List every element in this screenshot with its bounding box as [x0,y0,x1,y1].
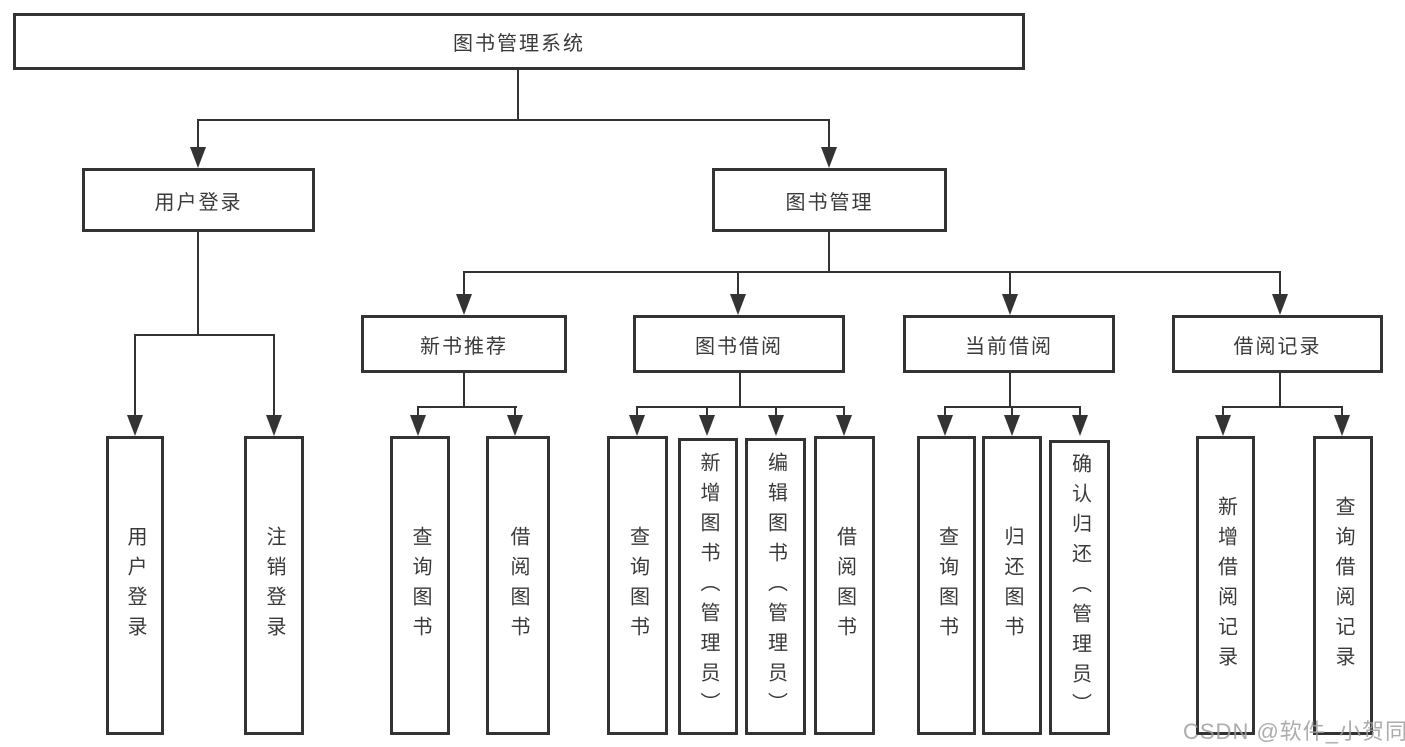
leaf-label: 查询图书 [935,525,958,646]
connector-line [463,373,465,407]
leaf-label: 新增图书（管理员） [697,451,719,722]
connector-line [944,406,946,417]
connector-line [706,406,708,417]
connector-line [1222,406,1343,408]
connector-line [739,373,741,407]
node-root-book-management-system: 图书管理系统 [13,13,1025,70]
leaf-current-return-books: 归还图书 [982,436,1042,735]
node-borrow-records: 借阅记录 [1172,315,1383,373]
leaf-label: 编辑图书（管理员） [764,451,787,722]
leaf-borrowing-query-books: 查询图书 [607,436,668,735]
arrow-down-icon [768,415,784,436]
arrow-down-icon [190,147,206,168]
arrow-down-icon [937,415,953,436]
arrow-down-icon [1072,415,1088,436]
leaf-logout: 注销登录 [244,436,304,735]
arrow-down-icon [1002,294,1018,315]
node-book-management: 图书管理 [712,168,947,232]
csdn-watermark: CSDN @软件_小贺同学 [1183,719,1405,744]
connector-line [463,271,1281,273]
connector-line [828,232,830,273]
connector-line [1079,406,1081,417]
arrow-down-icon [629,415,645,436]
leaf-label: 注销登录 [263,525,285,646]
leaf-label: 查询图书 [409,525,431,646]
leaf-label: 用户登录 [124,525,146,646]
connector-line [134,334,275,336]
leaf-records-query-borrow-record: 查询借阅记录 [1313,436,1373,735]
leaf-label: 确认归还（管理员） [1068,452,1091,723]
connector-line [843,406,845,417]
connector-line [1009,271,1011,296]
leaf-newbooks-query-books: 查询图书 [390,436,450,735]
leaf-user-login: 用户登录 [106,436,164,735]
leaf-label: 查询借阅记录 [1332,495,1354,676]
connector-line [514,406,516,417]
arrow-down-icon [266,415,282,436]
connector-line [417,406,419,417]
node-current-borrowing: 当前借阅 [903,315,1115,373]
node-new-book-recommend: 新书推荐 [361,315,567,373]
leaf-records-add-borrow-record: 新增借阅记录 [1196,436,1255,735]
arrow-down-icon [410,415,426,436]
leaf-borrowing-add-books-admin: 新增图书（管理员） [678,438,738,735]
connector-line [134,334,136,416]
connector-line [1341,406,1343,417]
leaf-current-query-books: 查询图书 [917,436,976,735]
arrow-down-icon [730,294,746,315]
connector-line [1279,373,1281,407]
connector-line [636,406,844,408]
leaf-label: 借阅图书 [507,525,529,646]
arrow-down-icon [1272,294,1288,315]
connector-line [828,119,830,151]
arrow-down-icon [836,415,852,436]
connector-line [273,334,275,416]
leaf-newbooks-borrow-books: 借阅图书 [486,436,550,735]
arrow-down-icon [456,294,472,315]
leaf-label: 借阅图书 [833,525,856,646]
connector-line [1222,406,1224,417]
arrow-down-icon [1334,415,1350,436]
arrow-down-icon [1215,415,1231,436]
connector-line [737,271,739,296]
connector-line [775,406,777,417]
connector-line [1011,406,1013,417]
arrow-down-icon [1004,415,1020,436]
leaf-current-confirm-return-admin: 确认归还（管理员） [1049,440,1110,735]
connector-line [636,406,638,417]
arrow-down-icon [127,415,143,436]
leaf-borrowing-borrow-books: 借阅图书 [814,436,875,735]
connector-line [517,70,519,121]
connector-line [417,406,517,408]
connector-line [197,232,199,336]
node-book-borrowing: 图书借阅 [633,315,845,373]
arrow-down-icon [507,415,523,436]
connector-line [463,271,465,296]
connector-line [1279,271,1281,296]
arrow-down-icon [821,147,837,168]
leaf-label: 查询图书 [626,525,649,646]
leaf-label: 新增借阅记录 [1214,495,1237,676]
leaf-borrowing-edit-books-admin: 编辑图书（管理员） [745,438,806,735]
connector-line [1009,373,1011,407]
connector-line [197,119,830,121]
node-user-login: 用户登录 [82,168,315,232]
connector-line [197,119,199,151]
leaf-label: 归还图书 [1001,525,1023,646]
arrow-down-icon [699,415,715,436]
